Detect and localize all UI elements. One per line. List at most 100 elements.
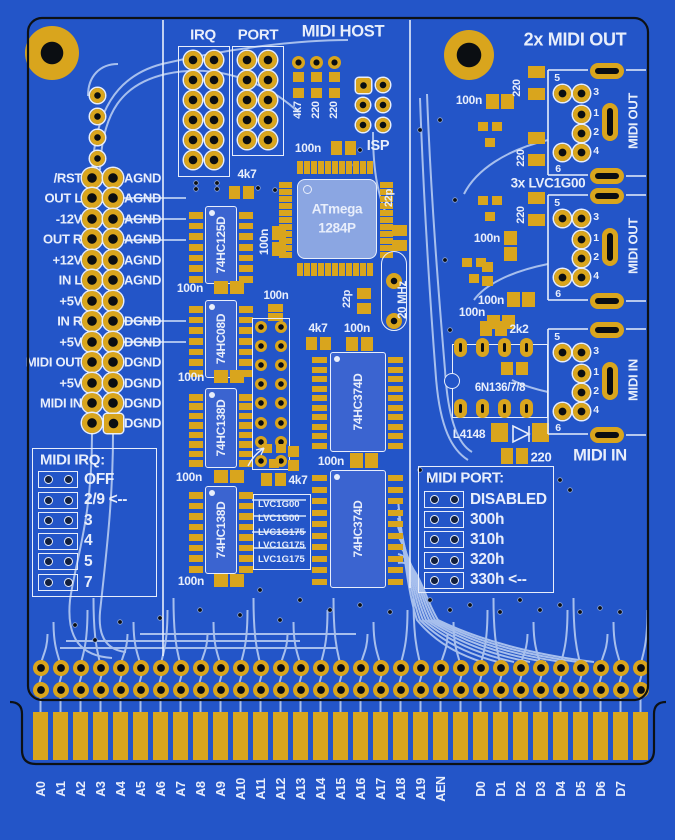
smd-pad [361, 337, 373, 351]
isa-th-pad [112, 682, 129, 698]
ic-body-74HC125D [205, 206, 237, 284]
jumper-hole [429, 575, 439, 585]
dip-pad [255, 340, 267, 353]
irq-header-pin [205, 151, 223, 169]
smd-pad [480, 321, 492, 336]
midi-irq-box-jumper [38, 553, 78, 571]
opto-pad [519, 399, 533, 418]
midi-port-box-jumper [424, 491, 464, 508]
midi-irq-box-jumper [38, 574, 78, 591]
port-header-pin [238, 111, 256, 129]
jumper-hole [449, 515, 459, 525]
isa-th-pad [132, 682, 149, 698]
smd-pad [262, 444, 272, 453]
ic-pad [388, 509, 403, 516]
isa-th-pad [432, 660, 449, 676]
io-pin-label: AGND [124, 272, 162, 288]
din-pin [553, 268, 571, 286]
din-pin [553, 209, 571, 227]
mcu-pad [311, 161, 317, 174]
ic-pad [189, 422, 203, 429]
io-pin-label: OUT L [44, 190, 83, 206]
irq-header-outline [178, 46, 230, 177]
mcu-pad [318, 263, 324, 276]
ic-pad [239, 422, 253, 429]
din-pin [572, 105, 590, 123]
din-pin-number: 3 [593, 86, 599, 98]
midi-irq-box-title: MIDI IRQ: [40, 451, 105, 469]
midi-port-box [418, 466, 554, 593]
ic-pad [312, 475, 327, 481]
isp-pin [376, 118, 390, 132]
midi-port-box-option: 330h <-- [470, 571, 527, 589]
smd-pad [350, 453, 363, 468]
ic-pad [189, 502, 203, 510]
ic-pad [189, 412, 203, 420]
midi-irq-box-option: 3 [84, 511, 93, 529]
ic-pad [189, 460, 203, 467]
resistor-label: 2k2 [509, 322, 529, 336]
isp-pin [356, 98, 370, 112]
smd-pad [516, 362, 528, 375]
irq-header-title: IRQ [190, 26, 216, 44]
port-header-pin [259, 51, 277, 69]
mcu-pad [353, 161, 359, 174]
isa-finger [213, 712, 228, 760]
smd-pad [478, 122, 488, 131]
ic-pad [388, 414, 403, 421]
smd-pad [292, 72, 304, 82]
cap-label: 100n [176, 281, 204, 295]
ic-pad [189, 441, 203, 448]
isa-th-pad [372, 660, 389, 676]
midi-in-title: MIDI IN [573, 446, 627, 465]
io-header-pin [82, 331, 102, 352]
port-header-pin [259, 131, 277, 149]
smd-pad [331, 141, 342, 155]
ic-pad [189, 338, 203, 345]
io-pin-label: DGND [124, 313, 162, 329]
smd-pad [392, 240, 407, 251]
din-pin-number: 6 [555, 422, 561, 434]
aux-pad [89, 150, 105, 166]
ic-pad [312, 376, 327, 383]
mcu-pad [304, 263, 310, 276]
pin1-dot [209, 210, 215, 216]
smd-pad [345, 141, 356, 155]
jumper-hole [449, 555, 459, 565]
ic-pad [312, 366, 327, 373]
lvc-part-label: LVC1G00 [258, 512, 300, 524]
midi-out-2x-title: 2x MIDI OUT [523, 29, 627, 50]
ic-pad [239, 502, 253, 510]
ic-pad [239, 244, 253, 251]
din-pin-number: 6 [555, 288, 561, 300]
ic-pad [312, 404, 327, 411]
smd-pad [292, 88, 304, 98]
ic-pad [189, 244, 203, 251]
ic-body-74HC138D [205, 486, 237, 574]
midi-irq-box-option: 7 [84, 573, 93, 591]
midi-host-title: MIDI HOST [301, 22, 385, 41]
io-header-pin [82, 290, 102, 311]
mcu-pad [360, 161, 366, 174]
port-header-pin [259, 71, 277, 89]
mcu-pad [380, 203, 393, 209]
isa-th-pad [332, 660, 349, 676]
smd-pad [275, 473, 286, 486]
io-header-pin [103, 249, 123, 270]
ic-pad [189, 306, 203, 313]
opto-pad [475, 399, 489, 418]
smd-pad [528, 66, 545, 78]
ic-pad [189, 566, 203, 573]
ic-pad [189, 316, 203, 324]
smd-pad [528, 88, 545, 100]
opto-pad [497, 399, 511, 418]
isa-th-pad [52, 660, 69, 676]
smd-pad [268, 304, 283, 312]
ic-pad [189, 431, 203, 439]
isa-th-pad [232, 660, 249, 676]
isa-th-pad [212, 682, 229, 698]
ic-pad [239, 316, 253, 324]
